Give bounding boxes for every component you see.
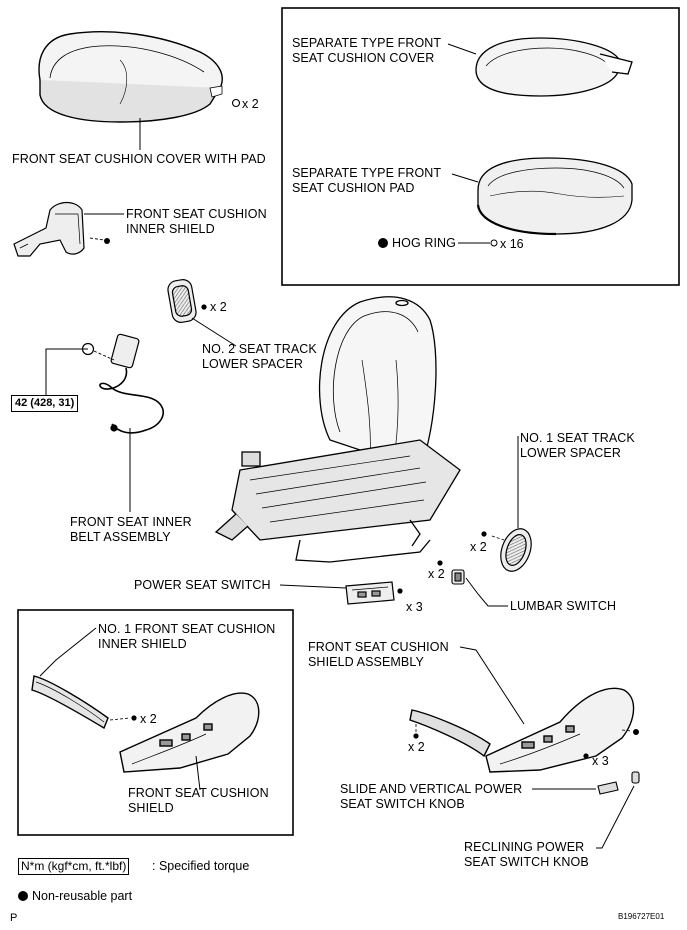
qty-power-switch-screws: x 3 <box>406 600 423 614</box>
no2-spacer-screw-icon <box>201 304 207 310</box>
no1-shield-screw-icon <box>131 715 137 721</box>
no1-track-lower-spacer-part <box>500 528 532 572</box>
shield-assy-screw-right-icon <box>583 753 589 759</box>
no1-cushion-inner-shield-part <box>31 675 109 730</box>
separate-cushion-cover-part <box>475 37 633 97</box>
qty-no2-track-screws: x 2 <box>210 300 227 314</box>
lumbar-screw-icon <box>437 560 443 566</box>
cover-clip-icon <box>231 98 241 108</box>
cushion-shield-parts-frame <box>17 609 294 836</box>
inner-belt-assembly-part <box>99 333 164 434</box>
hog-ring-icon <box>490 239 498 247</box>
qty-no1-inner-shield-screws: x 2 <box>140 712 157 726</box>
torque-value-box: 42 (428, 31) <box>11 395 79 412</box>
qty-shield-assy-right: x 3 <box>592 754 609 768</box>
separate-type-parts-frame <box>281 7 680 286</box>
label-cushion-cover-with-pad: FRONT SEAT CUSHION COVER WITH PAD <box>12 152 266 166</box>
cushion-inner-shield-part <box>13 201 85 257</box>
qty-no1-track-screws: x 2 <box>470 540 487 554</box>
shield-assy-screw-top-icon <box>633 729 639 735</box>
non-reusable-dot-icon <box>378 238 388 248</box>
qty-cover-clips: x 2 <box>242 97 259 111</box>
qty-hog-ring: x 16 <box>500 237 524 251</box>
qty-lumbar-screws: x 2 <box>428 567 445 581</box>
legend-torque-text: : Specified torque <box>152 859 250 873</box>
cushion-shield-assembly-part <box>409 687 635 773</box>
cushion-cover-with-pad-part <box>38 31 223 123</box>
shield-assy-screw-left-icon <box>413 733 419 739</box>
separate-cushion-pad-part <box>476 157 633 236</box>
non-reusable-dot-icon <box>18 891 28 901</box>
no1-spacer-screw-icon <box>481 531 487 537</box>
legend-non-reusable: Non-reusable part <box>18 889 132 904</box>
cushion-shield-part <box>119 692 260 773</box>
figure-code: B196727E01 <box>618 912 665 921</box>
legend-torque-unit-box: N*m (kgf*cm, ft.*lbf) <box>18 858 130 875</box>
power-seat-assembly <box>214 296 461 563</box>
shield-screw-icon <box>104 238 110 244</box>
label-hog-ring: HOG RING <box>378 236 456 251</box>
power-seat-switch-part <box>345 581 395 605</box>
reclining-knob-part <box>631 771 640 784</box>
label-power-seat-switch: POWER SEAT SWITCH <box>134 578 271 592</box>
corner-letter: P <box>10 912 18 924</box>
lumbar-switch-part <box>451 569 465 585</box>
qty-shield-assy-left: x 2 <box>408 740 425 754</box>
slide-vertical-knob-part <box>597 781 619 795</box>
power-switch-screw-icon <box>397 588 403 594</box>
no2-track-lower-spacer-part <box>167 279 197 323</box>
label-lumbar-switch: LUMBAR SWITCH <box>510 599 617 613</box>
